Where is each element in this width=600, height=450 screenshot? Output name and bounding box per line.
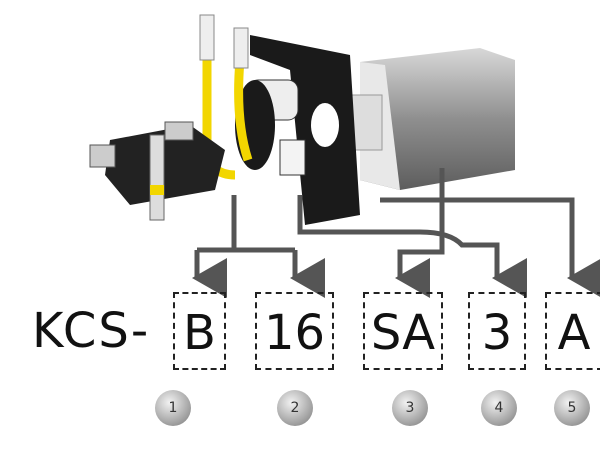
number-badge-2: 2 (277, 390, 313, 426)
code-box-tube-head: B (173, 292, 226, 370)
number-badge-5: 5 (554, 390, 590, 426)
number-badge-3: 3 (392, 390, 428, 426)
code-box-option: 3 (468, 292, 526, 370)
model-prefix: KCS- (32, 303, 151, 359)
stepper-motor (351, 48, 515, 190)
connector-arrows (197, 168, 600, 278)
code-box-motor-type: SA (363, 292, 443, 370)
number-badge-4: 4 (481, 390, 517, 426)
code-box-tube-size: 16 (255, 292, 334, 370)
code-box-connector: A (545, 292, 600, 370)
tube-clamp (89, 121, 225, 221)
number-badge-1: 1 (155, 390, 191, 426)
